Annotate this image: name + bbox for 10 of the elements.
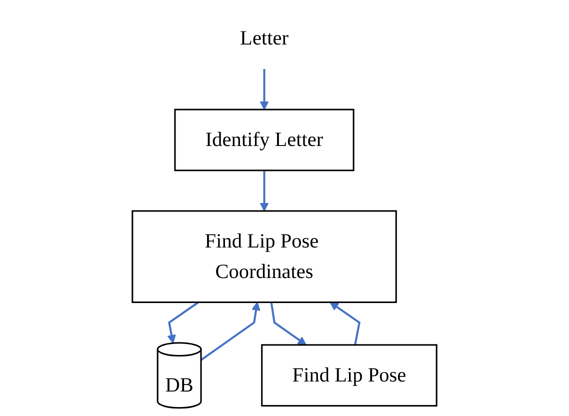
arrow: [270, 302, 307, 346]
arrow: [260, 170, 269, 212]
arrow: [167, 301, 199, 344]
node-box: Find Lip Pose: [261, 344, 438, 407]
node-text: Letter: [240, 27, 288, 50]
arrow: [260, 68, 269, 110]
node-box: Identify Letter: [174, 108, 354, 172]
arrow: [330, 302, 360, 346]
node-box: Find Lip Pose Coordinates: [132, 210, 397, 304]
arrow: [200, 302, 260, 361]
